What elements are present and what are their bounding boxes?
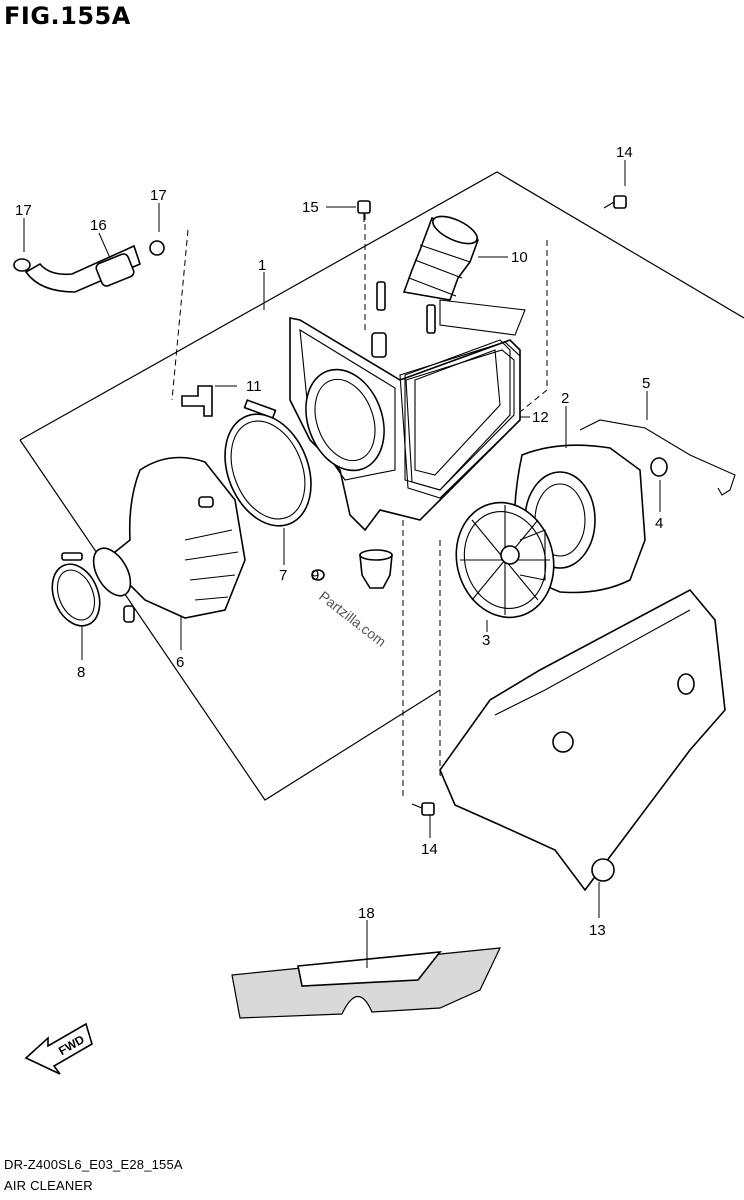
figure-title: FIG.155A: [4, 2, 131, 30]
grommet-part: [650, 457, 668, 477]
hose-clip-right-part: [149, 240, 165, 256]
callout-13: 13: [589, 922, 606, 939]
callout-11: 11: [246, 378, 262, 395]
bolt-lower-part: [411, 802, 435, 816]
callout-16: 16: [90, 217, 107, 234]
callout-1: 1: [258, 257, 266, 274]
callout-14-upper: 14: [616, 144, 633, 161]
inlet-tube-part: [402, 215, 479, 301]
case-seal-part: [399, 341, 521, 499]
watermark: Partzilla.com: [316, 588, 389, 650]
element-clip-part: [579, 419, 736, 496]
hose-clamp-part: [51, 552, 101, 627]
callout-8: 8: [77, 664, 85, 681]
breather-joint-part: [181, 385, 213, 417]
frame-cover-part: [439, 588, 726, 892]
fwd-arrow: FWD: [24, 1022, 93, 1075]
callout-4: 4: [655, 515, 663, 532]
callout-10: 10: [511, 249, 528, 266]
callout-18: 18: [358, 905, 375, 922]
callout-6: 6: [176, 654, 184, 671]
callout-7: 7: [279, 567, 287, 584]
outlet-clamp-part: [224, 399, 312, 527]
callout-12: 12: [532, 409, 549, 426]
outlet-tube-part: [92, 456, 246, 623]
drain-plug-part: [311, 549, 393, 589]
callout-5: 5: [642, 375, 650, 392]
screw-part: [357, 200, 371, 222]
callout-15: 15: [302, 199, 319, 216]
callout-14-lower: 14: [421, 841, 438, 858]
hose-clip-left-part: [13, 258, 31, 272]
breather-hose-part: [24, 244, 141, 293]
callout-3: 3: [482, 632, 490, 649]
reference-dash-lines: [171, 214, 548, 800]
air-cleaner-case-part: [289, 281, 526, 532]
model-code: DR-Z400SL6_E03_E28_155A: [4, 1157, 183, 1172]
callout-17-left: 17: [15, 202, 32, 219]
callouts: 1 2 3 4 5 6 7 8 9 10 11 12 13 14 14 15 1…: [15, 144, 663, 939]
callout-17-right: 17: [150, 187, 167, 204]
decal-part: [231, 947, 501, 1019]
element-holder-part: [455, 501, 555, 619]
bolt-upper-part: [603, 195, 627, 209]
callout-2: 2: [561, 390, 569, 407]
diagram-caption: AIR CLEANER: [4, 1178, 93, 1193]
leader-lines: [23, 160, 661, 968]
callout-9: 9: [311, 567, 319, 584]
